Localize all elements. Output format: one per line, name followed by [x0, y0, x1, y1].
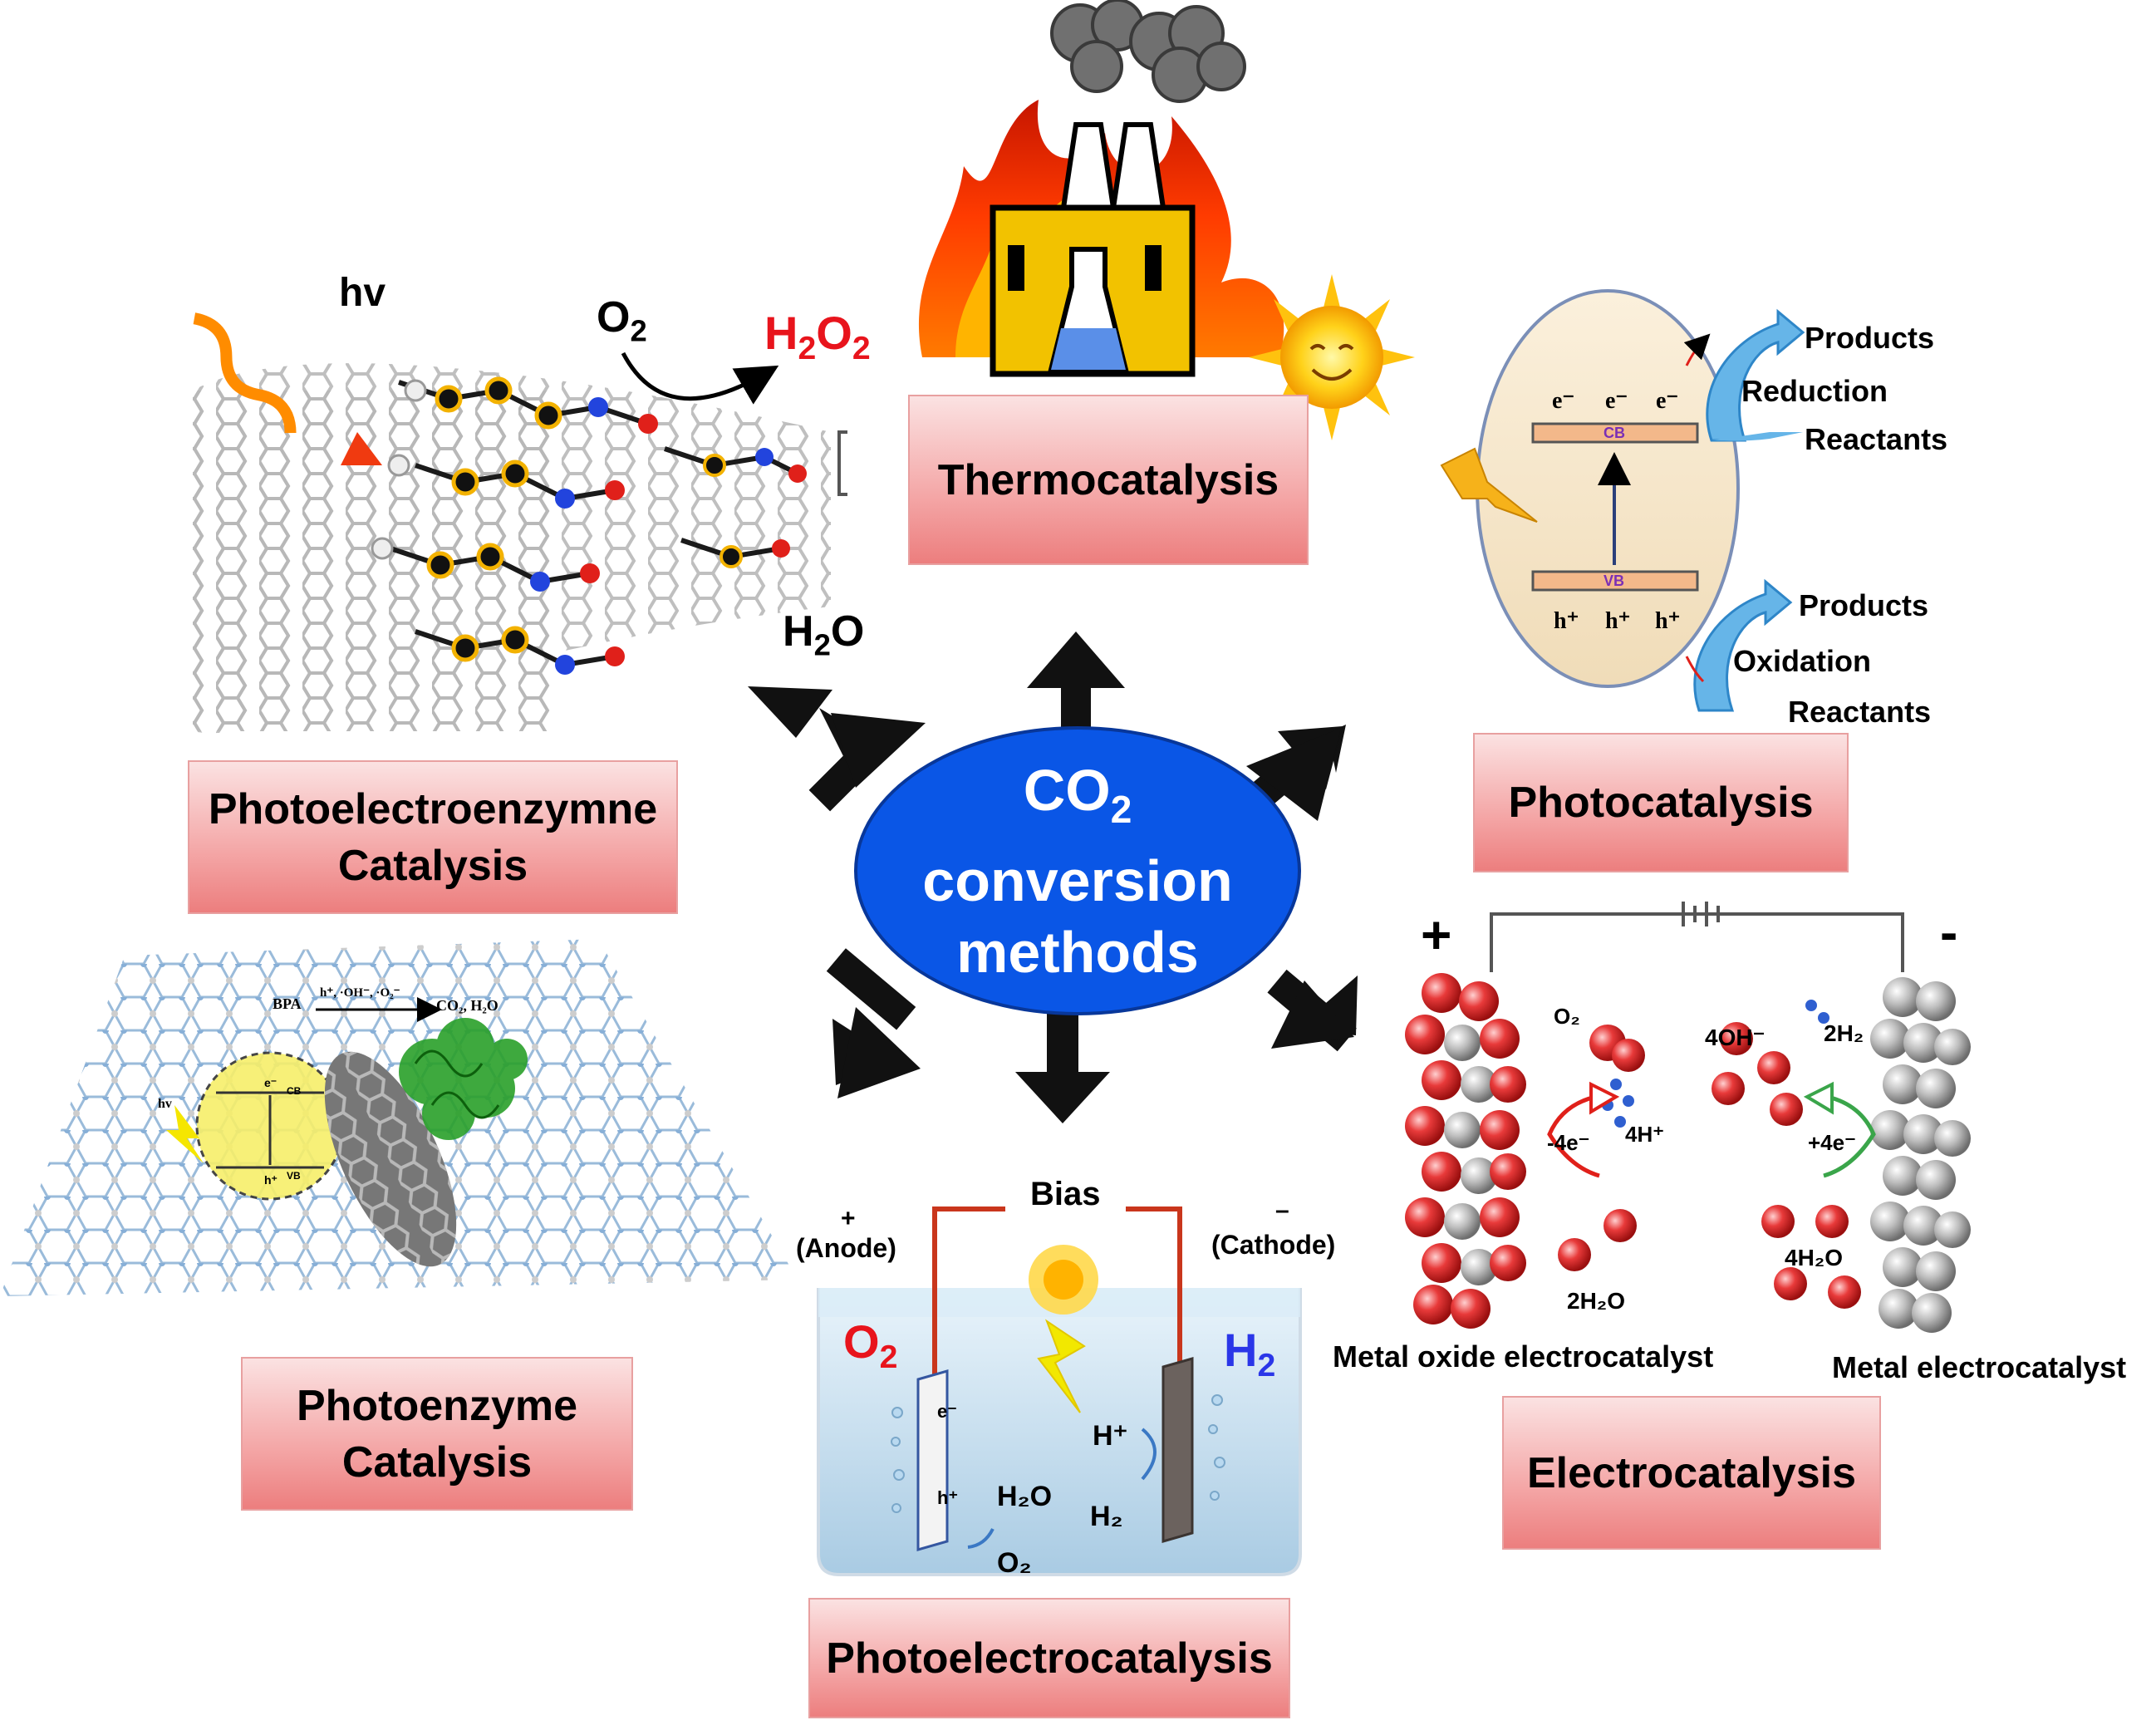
products-top-label: Products	[1805, 321, 1935, 355]
photoelectrocatalysis-box: Photoelectrocatalysis	[808, 1598, 1290, 1718]
reactants-bottom-label: Reactants	[1788, 695, 1932, 729]
nanotube-illustration	[193, 312, 847, 734]
photoenzyme-box: Photoenzyme Catalysis	[241, 1357, 633, 1511]
diagonal-arrow-heads	[831, 713, 1354, 1098]
four-oh-label: 4OH⁻	[1705, 1025, 1766, 1050]
electron-2: e⁻	[1605, 388, 1628, 414]
hole-3: h⁺	[1655, 608, 1681, 634]
metal-caption: Metal electrocatalyst	[1832, 1350, 2127, 1384]
factory-fire-illustration	[918, 0, 1284, 377]
thermocatalysis-label: Thermocatalysis	[937, 455, 1279, 504]
hole-2: h⁺	[1605, 608, 1631, 634]
agents-label: h⁺, ·OH⁻, ·O₂⁻	[320, 986, 400, 1000]
electro-o2-label: O₂	[1554, 1004, 1580, 1029]
photoelectroenzyme-box: Photoelectroenzymne Catalysis	[188, 760, 678, 914]
cb-label: CB	[1603, 425, 1625, 441]
h2o-label: H2O	[783, 607, 865, 662]
o2-label: O2	[597, 293, 647, 348]
pec-h-plus-label: H⁺	[1093, 1420, 1128, 1452]
electron-1: e⁻	[1552, 388, 1575, 414]
hole-1: h⁺	[1554, 608, 1579, 634]
pec-electron-label: e⁻	[937, 1401, 957, 1422]
photoelectrochemical-cell	[817, 1163, 1302, 1576]
cathode-label: (Cathode)	[1211, 1230, 1336, 1260]
hv-label: hv	[339, 271, 386, 315]
vb-label: VB	[1603, 573, 1625, 589]
bias-label: Bias	[1030, 1176, 1101, 1212]
negative-terminal: -	[1940, 902, 1958, 962]
anode-label: (Anode)	[796, 1233, 896, 1263]
plus-4e-label: +4e⁻	[1808, 1130, 1856, 1155]
products-label: CO₂, H₂O	[436, 997, 498, 1014]
photoelectroenzyme-label-2: Catalysis	[337, 841, 528, 890]
photoenzyme-label-1: Photoenzyme	[296, 1381, 578, 1430]
metal-oxide-caption: Metal oxide electrocatalyst	[1333, 1339, 1714, 1374]
photoenzyme-label-2: Catalysis	[341, 1438, 533, 1487]
reduction-label: Reduction	[1741, 374, 1888, 408]
four-h2o-label: 4H₂O	[1785, 1245, 1844, 1270]
photocatalysis-box: Photocatalysis	[1473, 733, 1849, 872]
sun-icon	[1249, 274, 1415, 440]
products-bottom-label: Products	[1799, 588, 1929, 622]
electrocatalysis-box: Electrocatalysis	[1502, 1396, 1881, 1550]
pec-hole-label: h⁺	[937, 1487, 959, 1508]
oxidation-label: Oxidation	[1733, 644, 1872, 678]
positive-terminal: +	[1421, 905, 1452, 965]
reactants-top-label: Reactants	[1805, 422, 1948, 456]
four-h-label: 4H⁺	[1625, 1122, 1664, 1147]
h2o2-label: H2O2	[764, 307, 871, 367]
pe-h-label: h⁺	[264, 1173, 277, 1187]
electrocatalysis-illustration	[1405, 902, 1971, 1333]
pec-o2-label: O2	[843, 1315, 898, 1376]
cathode-sign: –	[1275, 1197, 1289, 1224]
pec-h2o-label: H₂O	[997, 1481, 1053, 1512]
pe-hv-label: hv	[158, 1097, 172, 1111]
minus-4e-label: -4e⁻	[1547, 1130, 1590, 1155]
pe-e-label: e⁻	[264, 1076, 277, 1089]
two-h2o-label: 2H₂O	[1567, 1288, 1626, 1314]
two-h2-label: 2H₂	[1824, 1020, 1864, 1046]
pec-h2-small-label: H₂	[1090, 1501, 1123, 1532]
anode-sign: +	[841, 1205, 856, 1232]
bpa-label: BPA	[273, 995, 302, 1012]
photoenzyme-illustration	[0, 939, 798, 1296]
pe-cb-label: CB	[287, 1085, 302, 1097]
photocatalysis-label: Photocatalysis	[1508, 779, 1814, 827]
pec-o2-small-label: O₂	[997, 1547, 1032, 1579]
hub-title-line2: conversion	[922, 848, 1233, 913]
photoelectrocatalysis-label: Photoelectrocatalysis	[826, 1634, 1273, 1683]
photoelectroenzyme-label-1: Photoelectroenzymne	[208, 784, 658, 833]
co2-conversion-hub: CO2 conversion methods	[854, 726, 1301, 1015]
photocatalyst-particle	[1440, 289, 1805, 712]
pe-vb-label: VB	[287, 1170, 301, 1182]
pec-h2-label: H2	[1224, 1324, 1276, 1384]
hub-title-line1: CO2	[1023, 757, 1132, 831]
thermocatalysis-box: Thermocatalysis	[908, 395, 1309, 565]
electron-3: e⁻	[1656, 388, 1679, 414]
electrocatalysis-label: Electrocatalysis	[1526, 1448, 1857, 1497]
hub-title-line3: methods	[956, 919, 1199, 985]
